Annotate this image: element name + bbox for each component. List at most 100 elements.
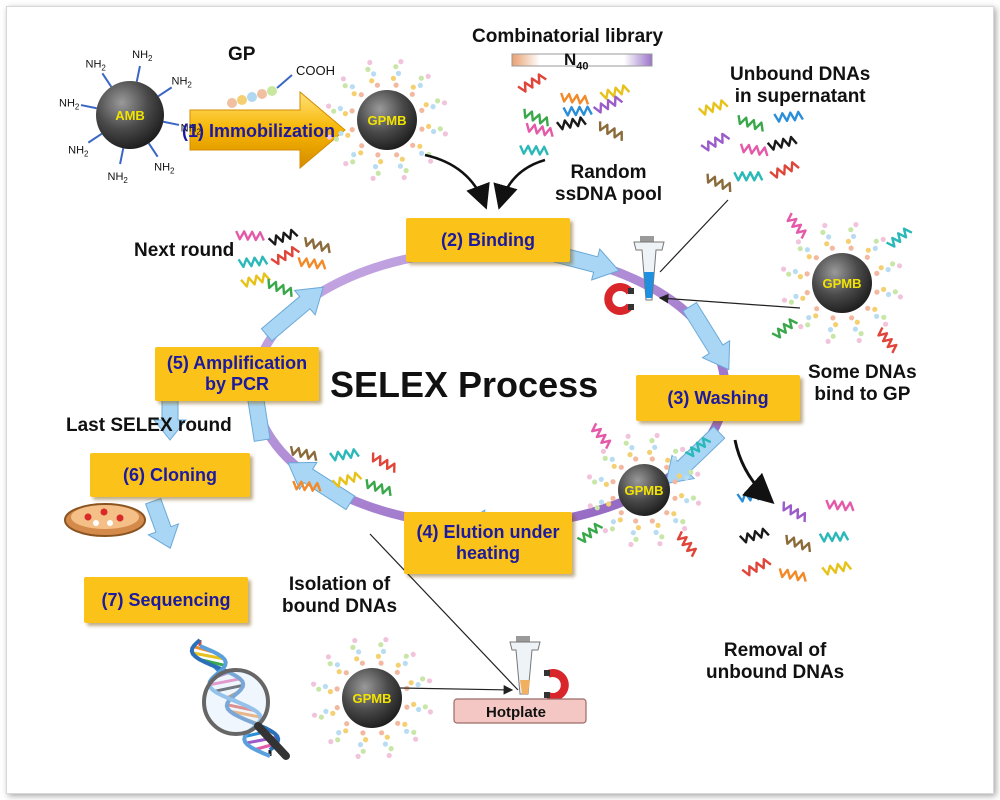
label-next-round: Next round — [134, 240, 235, 261]
dna-strand — [240, 272, 271, 288]
cycle-arrow — [260, 286, 324, 342]
amine-label: NH2 — [132, 49, 153, 63]
bead-core — [618, 464, 670, 516]
bead-label: GPMB — [625, 483, 664, 498]
magnet-washing — [604, 283, 634, 315]
dna-helix-magnifier — [189, 638, 290, 760]
dna-strand — [297, 257, 327, 270]
dna-strand — [684, 437, 712, 458]
label-unbound-supernatant: Unbound DNAs in supernatant — [730, 64, 871, 107]
step-binding: (2) Binding — [406, 218, 570, 262]
amine-label: NH2 — [172, 76, 193, 90]
dna-strand — [365, 479, 392, 497]
tube-washing — [633, 236, 665, 301]
step-immobilization: (1) Immobilization — [182, 121, 335, 141]
bead-core — [342, 668, 402, 728]
label-last-round: Last SELEX round — [66, 415, 232, 436]
dna-strand — [270, 245, 301, 266]
figure-frame — [6, 6, 994, 794]
dna-strand — [267, 278, 293, 297]
bead-label: GPMB — [353, 691, 392, 706]
dna-strand — [555, 116, 587, 131]
amine-label: NH2 — [108, 171, 129, 185]
pointer-isolation — [369, 533, 519, 691]
gpmb-bead: GPMB — [771, 212, 913, 354]
bead-core — [812, 253, 872, 313]
dna-strand — [562, 105, 593, 117]
dna-strand — [235, 230, 265, 242]
dna-strands — [235, 73, 855, 582]
pointer-bound-bead — [658, 293, 801, 309]
hotplate — [453, 698, 587, 724]
dna-strand — [371, 452, 396, 473]
label-hotplate: Hotplate — [486, 704, 546, 721]
dna-strand — [769, 161, 800, 179]
library-bar — [511, 53, 653, 67]
dna-strand — [825, 499, 855, 512]
step-cloning: (6) Cloning — [90, 453, 250, 497]
label-random-pool: Random ssDNA pool — [555, 162, 662, 205]
bead-label: GPMB — [368, 113, 407, 128]
step-sequencing: (7) Sequencing — [84, 577, 248, 623]
dna-strand — [782, 501, 807, 523]
dna-strand — [706, 173, 732, 193]
dna-strand — [700, 132, 731, 152]
dna-strand — [599, 84, 631, 100]
dna-strand — [517, 73, 547, 93]
dna-strand — [739, 143, 769, 157]
step-washing: (3) Washing — [636, 375, 800, 421]
petri-dish — [64, 503, 146, 537]
gpmb-bead: GPMB — [576, 422, 712, 558]
dna-strand — [785, 534, 812, 553]
dna-strand — [329, 448, 360, 462]
dna-strand — [738, 527, 770, 544]
dna-strand — [885, 227, 913, 248]
dna-strand — [560, 92, 590, 105]
label-removal: Removal of unbound DNAs — [706, 640, 845, 683]
dna-strand — [786, 212, 807, 240]
dna-strand — [741, 558, 772, 577]
dna-strand — [525, 122, 554, 138]
gpmb-beads: GPMB GPMB GPMB GPMB — [311, 59, 913, 760]
amine-label: NH2 — [86, 58, 107, 72]
dna-strand — [591, 422, 612, 450]
dna-strand — [737, 115, 764, 132]
dna-strand — [697, 99, 729, 116]
dna-strand — [766, 135, 798, 151]
dna-strand — [331, 471, 363, 488]
dna-strand — [304, 236, 331, 254]
dna-strand — [237, 255, 269, 269]
gpmb-bead: GPMB — [326, 59, 448, 181]
dna-strand — [289, 445, 318, 461]
tube-elution — [509, 636, 541, 695]
gp-molecule — [227, 74, 293, 108]
dna-strand — [778, 568, 807, 582]
amine-label: NH2 — [154, 162, 175, 176]
amine-label: NH2 — [68, 144, 89, 158]
cycle-arrow — [682, 301, 731, 371]
label-n40: N40 — [564, 50, 589, 73]
amb-core — [96, 81, 164, 149]
arrow-to-removal — [733, 439, 775, 504]
immobilization-arrow — [189, 90, 346, 170]
label-combinatorial-library: Combinatorial library — [472, 26, 664, 47]
label-some-bind: Some DNAs bind to GP — [808, 362, 917, 405]
dna-strand — [877, 326, 898, 354]
dna-strand — [519, 144, 549, 156]
label-cooh: COOH — [296, 63, 335, 78]
arrow-pool-to-binding — [493, 158, 546, 210]
dna-strand — [292, 480, 322, 492]
bead-core — [357, 90, 417, 150]
bead-label: GPMB — [823, 276, 862, 291]
dna-strand — [818, 531, 850, 543]
dna-strand — [576, 522, 604, 543]
flow-arrow — [145, 497, 180, 549]
dna-strand — [773, 110, 804, 123]
arrow-beads-to-binding — [424, 153, 490, 210]
pointer-supernatant — [659, 199, 729, 273]
dna-strand — [592, 95, 624, 114]
amb-label: AMB — [115, 108, 145, 123]
